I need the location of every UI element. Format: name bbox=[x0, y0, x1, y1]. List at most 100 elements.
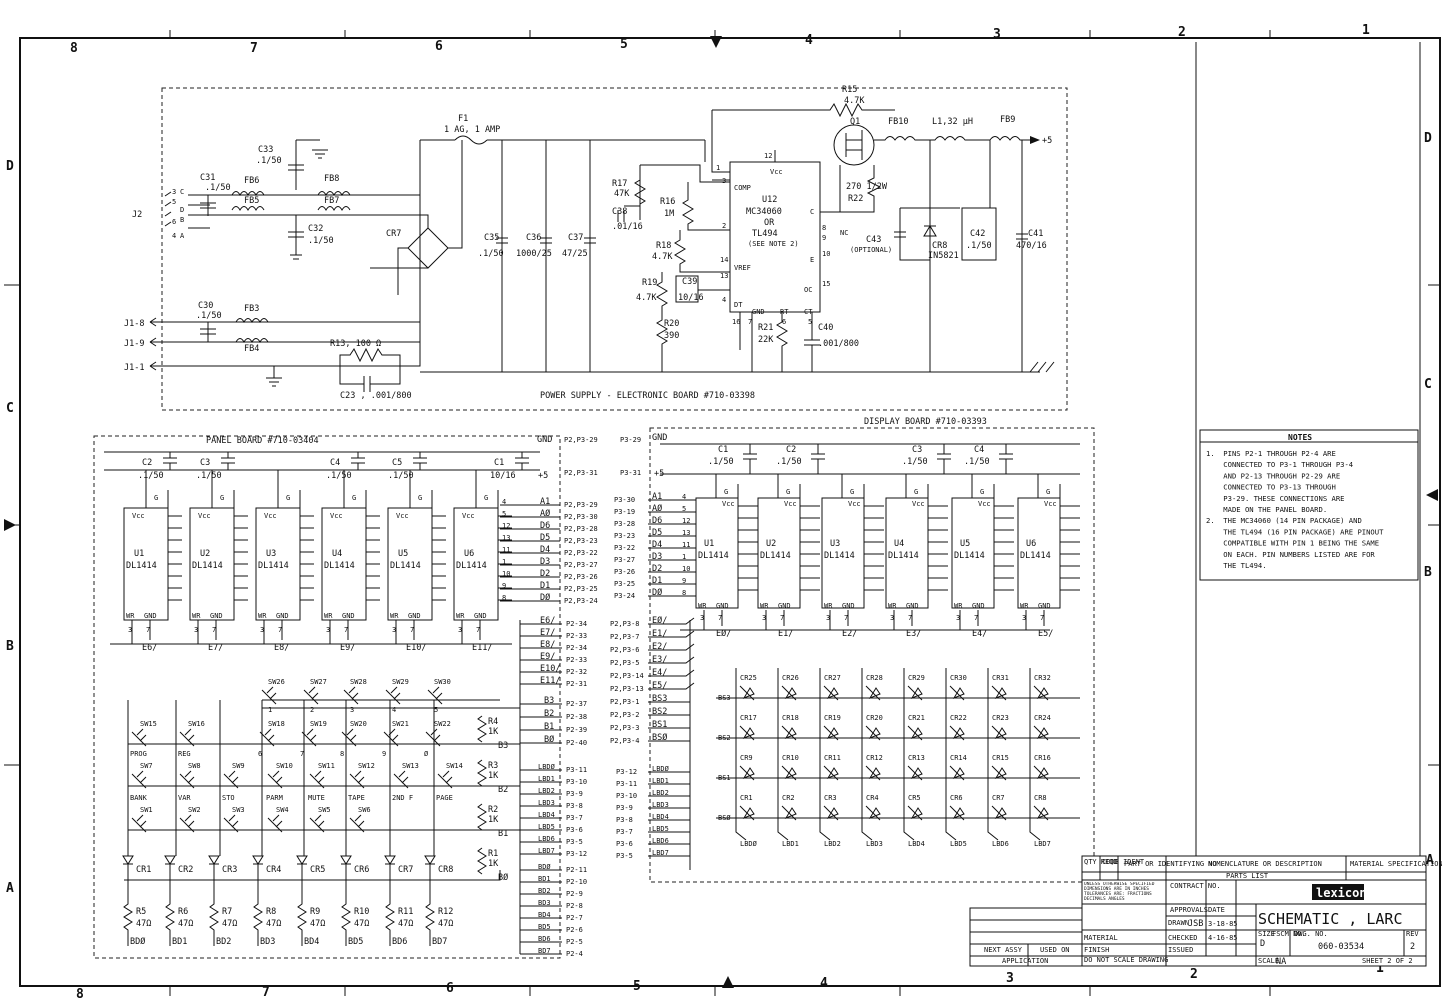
display-chip-wr: WR bbox=[888, 602, 897, 610]
chip-pin3: 3 bbox=[260, 626, 264, 634]
r15-value: 4.7K bbox=[844, 96, 865, 106]
display-chip-vcc: Vcc bbox=[848, 500, 861, 508]
power-supply-section: J2 3 C 5 6 D B 4 A C33 .1/50 C31 .1/50 F… bbox=[124, 85, 1068, 411]
led-label: CR26 bbox=[782, 674, 799, 682]
display-enable-signal: E4/ bbox=[652, 668, 667, 678]
tb-size-header: SIZE bbox=[1258, 930, 1275, 938]
switch-key-label: PAGE bbox=[436, 794, 453, 802]
chip-ref: U6 bbox=[464, 549, 474, 559]
zone-col-5: 5 bbox=[620, 37, 628, 52]
led-label: CR13 bbox=[908, 754, 925, 762]
panel-cap-label: C2 bbox=[142, 458, 152, 468]
led-label: CR17 bbox=[740, 714, 757, 722]
switch-key-label: 6 bbox=[258, 750, 262, 758]
tb-approvals: APPROVALS bbox=[1170, 906, 1208, 914]
chip-pin7: 7 bbox=[278, 626, 282, 634]
led-column-wire bbox=[819, 668, 831, 841]
led-column-wire bbox=[735, 668, 747, 841]
display-chip-wr: WR bbox=[954, 602, 963, 610]
display-led-pin: P3-10 bbox=[616, 792, 637, 800]
switch-key-label: 3 bbox=[350, 706, 354, 714]
resistor-value: 47Ω bbox=[222, 919, 237, 929]
u12-pin-1: 1 bbox=[716, 164, 720, 172]
chip-g-label: G bbox=[220, 494, 224, 502]
chip-g-label: G bbox=[286, 494, 290, 502]
display-bus-number: 9 bbox=[682, 577, 686, 585]
switch-label: SW16 bbox=[188, 720, 205, 728]
sense-signal: BØ bbox=[544, 734, 554, 745]
notes-line: THE TL494 (16 PIN PACKAGE) ARE PINOUT bbox=[1206, 527, 1384, 536]
led-signal: LBD1 bbox=[538, 775, 555, 783]
chip-enable-wire bbox=[197, 620, 217, 644]
display-chip-pin3: 3 bbox=[762, 614, 766, 622]
switch-label: SW10 bbox=[276, 762, 293, 770]
switch-label: SW14 bbox=[446, 762, 463, 770]
switch-sw3 bbox=[223, 814, 239, 833]
display-bus-signal: A1 bbox=[652, 492, 662, 502]
q1-label: Q1 bbox=[850, 117, 860, 127]
led-label: CR23 bbox=[992, 714, 1009, 722]
switch-sw4 bbox=[267, 814, 283, 833]
chip-part: DL1414 bbox=[456, 561, 487, 571]
resistor-ref: R6 bbox=[178, 907, 188, 917]
led-cr8 bbox=[1033, 805, 1049, 821]
diode-to-resistor bbox=[253, 864, 263, 946]
zone-row-a-right: A bbox=[1426, 853, 1434, 868]
zone-col-2-bottom: 2 bbox=[1190, 967, 1198, 982]
tb-checked-header: CHECKED bbox=[1168, 934, 1198, 942]
chip-gnd-label: GND bbox=[342, 612, 355, 620]
led-cr5 bbox=[907, 805, 923, 821]
chip-pin3: 3 bbox=[194, 626, 198, 634]
u12-pin-c: C bbox=[810, 208, 814, 216]
switch-label: SW20 bbox=[350, 720, 367, 728]
switch-key-label: 4 bbox=[392, 706, 396, 714]
led-column-wire bbox=[777, 668, 789, 841]
bd-signal: BD7 bbox=[538, 947, 551, 955]
c36-label: C36 bbox=[526, 233, 541, 243]
zone-labels: 8 7 6 5 4 3 2 1 8 7 6 5 4 3 2 1 D C B A … bbox=[6, 23, 1434, 1002]
bus-connector-pin: P2,P3-28 bbox=[564, 525, 598, 533]
c32-label: C32 bbox=[308, 224, 323, 234]
led-cr2 bbox=[781, 805, 797, 821]
sense-pin: P2-38 bbox=[566, 713, 587, 721]
led-column-label: LBD7 bbox=[1034, 840, 1051, 848]
diode-label: CR6 bbox=[354, 865, 369, 875]
diode-label: CR4 bbox=[266, 865, 281, 875]
u12-pin-ct: CT bbox=[804, 308, 813, 316]
switch-key-label: BANK bbox=[130, 794, 148, 802]
panel-board-title: PANEL BOARD #710-03404 bbox=[206, 436, 319, 446]
display-chip-ref: U2 bbox=[766, 539, 776, 549]
display-chip-pin3: 3 bbox=[1022, 614, 1026, 622]
display-bus-number: 12 bbox=[682, 517, 690, 525]
r21-value: 22K bbox=[758, 335, 774, 345]
display-enable-pin: P2,P3-5 bbox=[610, 659, 640, 667]
display-chip-pin7: 7 bbox=[780, 614, 784, 622]
panel-cap-value: .1/50 bbox=[196, 471, 222, 481]
display-enable-signal: EØ/ bbox=[652, 615, 667, 626]
j2-pin-6: 6 bbox=[172, 218, 176, 226]
display-led-signal: LBD2 bbox=[652, 789, 669, 797]
display-chip-gnd: GND bbox=[842, 602, 855, 610]
bus-connector-pin: P2,P3-30 bbox=[564, 513, 598, 521]
diode-to-resistor bbox=[123, 864, 133, 946]
u12-pin-10: 10 bbox=[822, 250, 830, 258]
tb-sheet: SHEET 2 OF 2 bbox=[1362, 957, 1413, 965]
resistor-value: 47Ω bbox=[178, 919, 193, 929]
chip-pin7: 7 bbox=[146, 626, 150, 634]
display-plus5-pin: P3-31 bbox=[620, 469, 641, 477]
bd-signal: BD5 bbox=[538, 923, 551, 931]
display-chip-g: G bbox=[980, 488, 984, 496]
cr7-bridge bbox=[407, 227, 449, 269]
led-label: CR32 bbox=[1034, 674, 1051, 682]
tb-company-logo: lexicon bbox=[1316, 886, 1367, 900]
chip-gnd-label: GND bbox=[144, 612, 157, 620]
led-signal: LBDØ bbox=[538, 763, 556, 771]
chip-part: DL1414 bbox=[324, 561, 355, 571]
display-bus-number: 13 bbox=[682, 529, 690, 537]
switch-label: SW18 bbox=[268, 720, 285, 728]
display-cap-label: C3 bbox=[912, 445, 922, 455]
zone-col-7: 7 bbox=[250, 41, 258, 56]
panel-cap-label: C1 bbox=[494, 458, 504, 468]
